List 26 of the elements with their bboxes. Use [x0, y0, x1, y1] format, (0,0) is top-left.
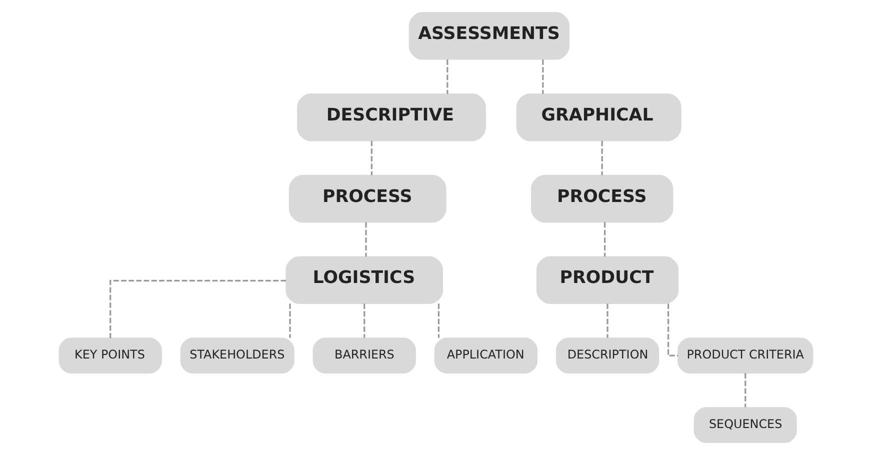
connector	[446, 59, 448, 94]
node-box: PROCESS	[288, 174, 446, 223]
node-box: DESCRIPTIVE	[297, 93, 486, 142]
node-box: KEY POINTS	[58, 338, 162, 374]
connector	[289, 304, 291, 338]
node-box: LOGISTICS	[286, 256, 444, 304]
connector	[110, 280, 286, 338]
node-box: PRODUCT CRITERIA	[678, 338, 814, 374]
connector	[606, 304, 608, 338]
node-box: APPLICATION	[434, 338, 538, 374]
connector	[365, 222, 367, 257]
connector	[370, 140, 372, 176]
node-box: PROCESS	[530, 174, 674, 223]
connector	[438, 304, 440, 338]
node-box: PRODUCT	[536, 256, 679, 304]
connector	[601, 140, 603, 176]
connector	[542, 59, 544, 94]
node-box: STAKEHOLDERS	[180, 338, 294, 374]
node-box: ASSESSMENTS	[408, 12, 570, 60]
node-box: SEQUENCES	[694, 407, 797, 443]
connector	[744, 373, 746, 408]
node-box: GRAPHICAL	[516, 93, 682, 142]
connector	[364, 304, 366, 338]
node-box: BARRIERS	[312, 338, 416, 374]
connector	[604, 222, 606, 257]
node-box: DESCRIPTION	[556, 338, 660, 374]
